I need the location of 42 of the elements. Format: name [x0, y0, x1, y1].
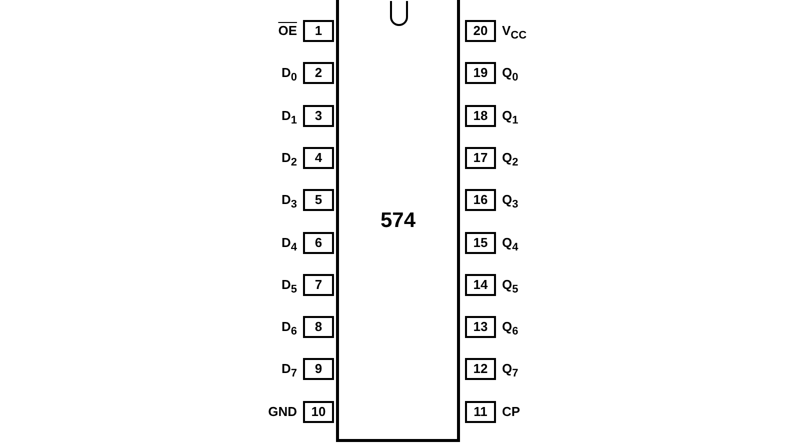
- pin-name: D$_{7}$: [281, 360, 297, 382]
- ic-package-body: [336, 0, 460, 442]
- pin-name: Q$_{6}$: [502, 318, 518, 340]
- pin-name: GND: [268, 402, 297, 421]
- pin-name: Q$_{3}$: [502, 191, 518, 213]
- pin-number: 15: [465, 232, 496, 254]
- pin-name: Q$_{0}$: [502, 64, 518, 86]
- pin-name: D$_{6}$: [281, 318, 297, 340]
- part-number: 574: [379, 209, 417, 233]
- pin-number: 20: [465, 20, 496, 42]
- pin-name: V$_{CC}$: [502, 22, 527, 44]
- pin-name: Q$_{4}$: [502, 234, 518, 256]
- pin-name: OE: [278, 22, 297, 40]
- pin-name: Q$_{5}$: [502, 276, 518, 298]
- pin-name: D$_{1}$: [281, 106, 297, 128]
- pin-number: 14: [465, 274, 496, 296]
- pin-number: 1: [303, 20, 334, 42]
- pin-name: Q$_{7}$: [502, 360, 518, 382]
- pin-number: 16: [465, 189, 496, 212]
- pin-name: CP: [502, 402, 520, 421]
- pin-number: 10: [303, 400, 334, 423]
- pin-number: 18: [465, 104, 496, 127]
- pin-number: 6: [303, 232, 334, 254]
- pin-number: 2: [303, 62, 334, 84]
- pin-number: 13: [465, 316, 496, 338]
- pin-name: D$_{0}$: [281, 64, 297, 86]
- pin-number: 12: [465, 358, 496, 380]
- pin-name: Q$_{2}$: [502, 148, 518, 170]
- pin-number: 11: [465, 400, 496, 423]
- pin-number: 19: [465, 62, 496, 84]
- pin-name: D$_{5}$: [281, 276, 297, 298]
- pin-name: D$_{4}$: [281, 234, 297, 256]
- pin-number: 4: [303, 146, 334, 169]
- pin-number: 8: [303, 316, 334, 338]
- pin-number: 3: [303, 104, 334, 127]
- pin-number: 7: [303, 274, 334, 296]
- pin-name: Q$_{1}$: [502, 106, 518, 128]
- pin-number: 5: [303, 189, 334, 212]
- pin-name: D$_{3}$: [281, 191, 297, 213]
- pin-name: D$_{2}$: [281, 148, 297, 170]
- pin-number: 17: [465, 146, 496, 169]
- pin-number: 9: [303, 358, 334, 380]
